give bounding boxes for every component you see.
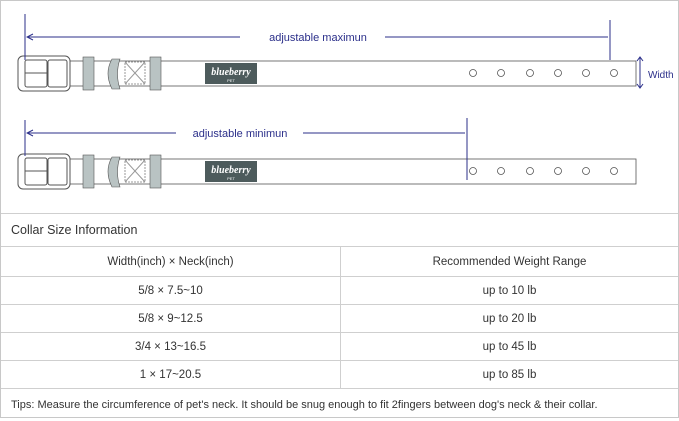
tips-text: Tips: Measure the circumference of pet's… <box>1 389 678 421</box>
header-weight: Recommended Weight Range <box>341 247 679 277</box>
collar-hole <box>498 70 505 77</box>
weight-cell: up to 20 lb <box>341 305 679 333</box>
width-label: Width <box>648 70 674 81</box>
keeper <box>150 155 161 188</box>
size-cell: 1 × 17~20.5 <box>1 361 341 389</box>
header-size: Width(inch) × Neck(inch) <box>1 247 341 277</box>
keeper <box>83 57 94 90</box>
weight-cell: up to 85 lb <box>341 361 679 389</box>
collar-hole <box>527 70 534 77</box>
collar-hole <box>611 168 618 175</box>
collar-hole <box>527 168 534 175</box>
size-cell: 5/8 × 7.5~10 <box>1 277 341 305</box>
table-row: 5/8 × 9~12.5 up to 20 lb <box>1 305 678 333</box>
table-row: 5/8 × 7.5~10 up to 10 lb <box>1 277 678 305</box>
min-label: adjustable minimun <box>193 128 288 140</box>
table-row: 3/4 × 13~16.5 up to 45 lb <box>1 333 678 361</box>
collar-hole <box>470 70 477 77</box>
table-row: 1 × 17~20.5 up to 85 lb <box>1 361 678 389</box>
size-cell: 3/4 × 13~16.5 <box>1 333 341 361</box>
collar-hole <box>583 70 590 77</box>
collar-hole <box>583 168 590 175</box>
collar-hole <box>555 168 562 175</box>
keeper <box>150 57 161 90</box>
size-cell: 5/8 × 9~12.5 <box>1 305 341 333</box>
table-title: Collar Size Information <box>1 214 678 247</box>
brand-sub: PET <box>227 176 235 181</box>
weight-cell: up to 45 lb <box>341 333 679 361</box>
collar-hole <box>611 70 618 77</box>
weight-cell: up to 10 lb <box>341 277 679 305</box>
collar-hole <box>555 70 562 77</box>
brand-logo: blueberry <box>211 165 251 176</box>
keeper <box>83 155 94 188</box>
brand-sub: PET <box>227 78 235 83</box>
collar-hole <box>470 168 477 175</box>
brand-logo: blueberry <box>211 67 251 78</box>
collar-hole <box>498 168 505 175</box>
max-label: adjustable maximun <box>269 32 367 44</box>
collar-size-table: Collar Size Information Width(inch) × Ne… <box>1 213 678 421</box>
